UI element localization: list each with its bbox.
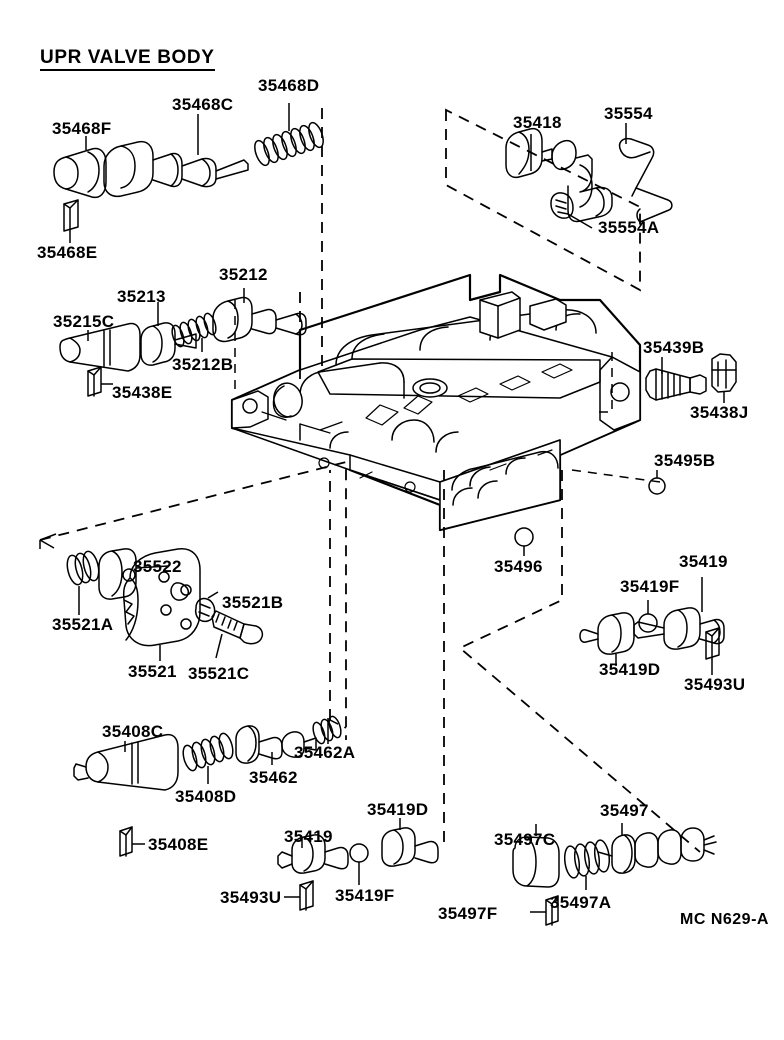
part-35468F-shape: [53, 136, 107, 199]
part-label-35462: 35462: [249, 768, 298, 787]
part-35554A-shape: [550, 192, 593, 229]
part-35554-shape: [618, 123, 673, 223]
part-35439B-shape: [645, 357, 707, 401]
part-label-35521A: 35521A: [52, 615, 114, 634]
part-label-35496: 35496: [494, 557, 543, 576]
part-label-35419-right: 35419: [679, 552, 728, 571]
part-35419D-right-shape: [579, 612, 635, 666]
part-label-35493U-bottom: 35493U: [220, 888, 282, 907]
part-label-35419F-bottom: 35419F: [335, 886, 395, 905]
part-35213-shape: [140, 302, 197, 366]
part-35497A-shape: [563, 839, 611, 890]
part-label-35497C: 35497C: [494, 830, 556, 849]
part-label-35468D: 35468D: [258, 76, 320, 95]
part-35468D-shape: [254, 103, 324, 167]
part-label-35408C: 35408C: [102, 722, 164, 741]
part-label-35497A: 35497A: [550, 893, 612, 912]
part-35408D-shape: [182, 732, 234, 784]
part-label-35215C: 35215C: [53, 312, 115, 331]
part-35419F-right-shape: [638, 600, 658, 633]
part-label-35439B: 35439B: [643, 338, 705, 357]
part-35468E-shape: [63, 199, 79, 243]
part-label-35408E: 35408E: [148, 835, 209, 854]
part-35468C-shape: [103, 114, 249, 198]
drawing-code: MC N629-A: [680, 911, 769, 928]
part-label-35468F: 35468F: [52, 119, 112, 138]
part-35438E-shape: [87, 366, 113, 397]
part-35419-bottom-shape: [277, 834, 349, 874]
part-label-35419F-right: 35419F: [620, 577, 680, 596]
part-35212-shape: [212, 288, 307, 343]
part-35521C-shape: [211, 610, 264, 659]
part-35497-shape: [597, 823, 717, 874]
part-label-35522: 35522: [133, 557, 182, 576]
assembly-dashed-lines: [39, 108, 701, 853]
part-35215C-shape: [59, 322, 141, 372]
part-35408C-shape: [73, 733, 179, 791]
part-35497C-shape: [512, 824, 560, 888]
part-35462A-shape: [312, 715, 342, 745]
part-35522-shape: [98, 548, 169, 600]
part-35521-shape: [122, 548, 201, 661]
part-35419F-bottom-shape: [349, 843, 369, 885]
part-label-35419D-bottom: 35419D: [367, 800, 429, 819]
part-label-35521: 35521: [128, 662, 177, 681]
part-35496-shape: [514, 527, 534, 556]
part-label-35212: 35212: [219, 265, 268, 284]
part-35495B-shape: [648, 470, 666, 495]
part-label-35521C: 35521C: [188, 664, 250, 683]
part-35438J-shape: [711, 353, 737, 403]
part-35462-shape: [235, 725, 317, 765]
part-label-35438J: 35438J: [690, 403, 749, 422]
part-35419D-bottom-shape: [381, 818, 439, 867]
part-label-35468C: 35468C: [172, 95, 234, 114]
part-35418-shape: [505, 127, 613, 223]
part-label-35438E: 35438E: [112, 383, 173, 402]
page-title: UPR VALVE BODY: [40, 48, 215, 71]
part-label-35554: 35554: [604, 104, 653, 123]
part-label-35497F: 35497F: [438, 904, 498, 923]
part-label-35495B: 35495B: [654, 451, 716, 470]
part-label-35493U-right: 35493U: [684, 675, 746, 694]
part-label-35213: 35213: [117, 287, 166, 306]
part-label-35419-bottom: 35419: [284, 827, 333, 846]
valve-body-casting: [230, 273, 642, 532]
part-label-35212B: 35212B: [172, 355, 234, 374]
part-35408E-shape: [119, 826, 145, 857]
part-label-35418: 35418: [513, 113, 562, 132]
part-label-35468E: 35468E: [37, 243, 98, 262]
part-35521A-shape: [66, 550, 100, 615]
part-label-35554A: 35554A: [598, 218, 660, 237]
part-label-35419D-right: 35419D: [599, 660, 661, 679]
part-label-35497: 35497: [600, 801, 649, 820]
part-35212B-shape: [171, 312, 217, 352]
part-label-35521B: 35521B: [222, 593, 284, 612]
part-35493U-bottom-shape: [284, 880, 314, 911]
part-label-35408D: 35408D: [175, 787, 237, 806]
part-35493U-right-shape: [705, 627, 720, 675]
part-label-35462A: 35462A: [294, 743, 356, 762]
part-35497F-shape: [530, 895, 559, 926]
